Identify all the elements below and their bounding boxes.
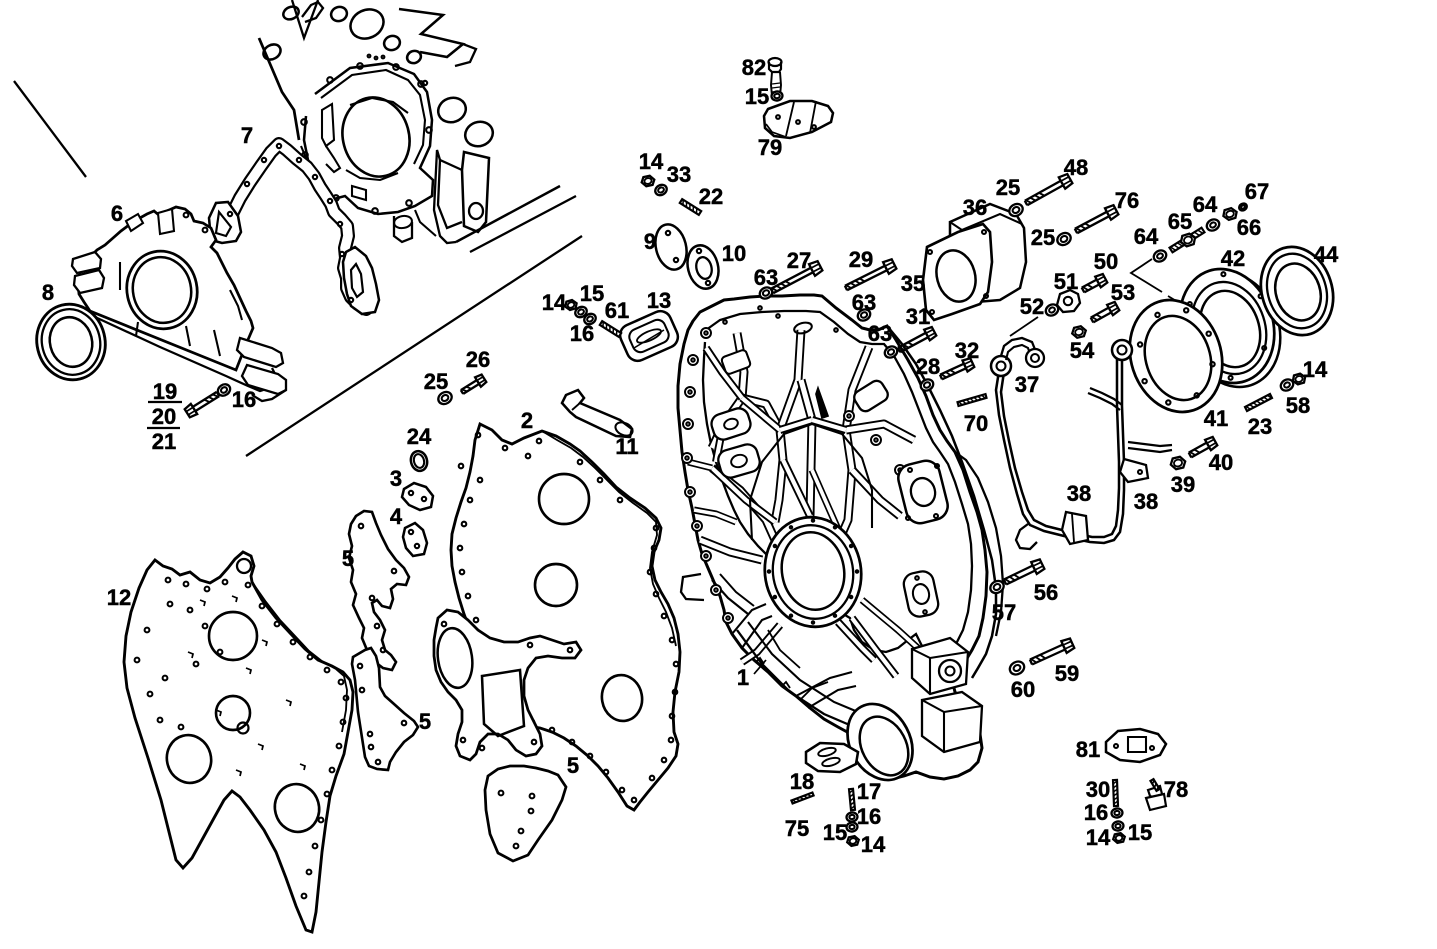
svg-text:37: 37 — [1015, 372, 1039, 397]
svg-text:59: 59 — [1055, 661, 1079, 686]
svg-text:25: 25 — [1031, 225, 1055, 250]
svg-text:67: 67 — [1245, 179, 1269, 204]
svg-text:61: 61 — [605, 298, 629, 323]
svg-text:81: 81 — [1076, 737, 1100, 762]
svg-text:28: 28 — [916, 354, 940, 379]
svg-text:14: 14 — [1086, 825, 1111, 850]
svg-text:60: 60 — [1011, 677, 1035, 702]
svg-text:82: 82 — [742, 55, 766, 80]
svg-text:63: 63 — [852, 290, 876, 315]
svg-text:36: 36 — [963, 195, 987, 220]
svg-text:79: 79 — [758, 135, 782, 160]
svg-text:57: 57 — [992, 600, 1016, 625]
svg-text:25: 25 — [424, 369, 448, 394]
svg-text:35: 35 — [901, 271, 925, 296]
svg-text:22: 22 — [699, 184, 723, 209]
svg-text:40: 40 — [1209, 450, 1233, 475]
svg-text:51: 51 — [1054, 269, 1078, 294]
svg-text:8: 8 — [42, 280, 54, 305]
svg-text:14: 14 — [542, 290, 567, 315]
svg-text:2: 2 — [521, 408, 533, 433]
svg-text:1: 1 — [737, 665, 749, 690]
svg-text:11: 11 — [615, 434, 638, 459]
svg-text:38: 38 — [1134, 489, 1158, 514]
svg-text:76: 76 — [1115, 188, 1139, 213]
svg-text:18: 18 — [790, 769, 814, 794]
svg-text:54: 54 — [1070, 338, 1095, 363]
svg-text:16: 16 — [1084, 800, 1108, 825]
svg-text:38: 38 — [1067, 481, 1091, 506]
svg-text:44: 44 — [1314, 242, 1339, 267]
svg-text:13: 13 — [647, 288, 671, 313]
svg-text:14: 14 — [639, 149, 664, 174]
svg-text:16: 16 — [232, 387, 256, 412]
svg-text:66: 66 — [1237, 215, 1261, 240]
svg-text:63: 63 — [868, 321, 892, 346]
svg-text:5: 5 — [567, 753, 579, 778]
svg-text:6: 6 — [111, 201, 123, 226]
svg-text:58: 58 — [1286, 393, 1310, 418]
svg-text:70: 70 — [964, 411, 988, 436]
svg-text:15: 15 — [580, 281, 604, 306]
svg-text:64: 64 — [1134, 224, 1159, 249]
svg-text:30: 30 — [1086, 777, 1110, 802]
svg-text:15: 15 — [1128, 820, 1152, 845]
svg-text:15: 15 — [823, 820, 847, 845]
svg-text:78: 78 — [1164, 777, 1188, 802]
svg-text:63: 63 — [754, 265, 778, 290]
svg-text:21: 21 — [152, 429, 176, 454]
svg-text:16: 16 — [857, 804, 881, 829]
svg-text:14: 14 — [861, 832, 886, 857]
svg-text:10: 10 — [722, 241, 746, 266]
svg-text:52: 52 — [1020, 294, 1044, 319]
svg-text:5: 5 — [419, 709, 431, 734]
svg-text:15: 15 — [745, 84, 769, 109]
svg-text:9: 9 — [644, 229, 656, 254]
svg-text:3: 3 — [390, 466, 402, 491]
svg-text:14: 14 — [1303, 357, 1328, 382]
svg-text:56: 56 — [1034, 580, 1058, 605]
svg-text:53: 53 — [1111, 280, 1135, 305]
svg-text:25: 25 — [996, 175, 1020, 200]
svg-text:48: 48 — [1064, 155, 1088, 180]
svg-text:16: 16 — [570, 321, 594, 346]
svg-text:29: 29 — [849, 247, 873, 272]
svg-text:23: 23 — [1248, 414, 1272, 439]
svg-text:41: 41 — [1204, 406, 1228, 431]
svg-text:32: 32 — [955, 338, 979, 363]
svg-text:33: 33 — [667, 162, 691, 187]
svg-text:24: 24 — [407, 424, 432, 449]
svg-text:4: 4 — [390, 504, 403, 529]
svg-text:65: 65 — [1168, 209, 1192, 234]
svg-text:26: 26 — [466, 347, 490, 372]
svg-text:19: 19 — [153, 379, 177, 404]
svg-text:17: 17 — [857, 779, 881, 804]
svg-text:20: 20 — [152, 404, 176, 429]
svg-text:5: 5 — [342, 546, 354, 571]
svg-text:7: 7 — [241, 123, 253, 148]
svg-text:12: 12 — [107, 585, 131, 610]
svg-text:75: 75 — [785, 816, 809, 841]
svg-text:31: 31 — [906, 304, 930, 329]
svg-text:39: 39 — [1171, 472, 1195, 497]
svg-text:27: 27 — [787, 248, 811, 273]
svg-text:50: 50 — [1094, 249, 1118, 274]
svg-text:42: 42 — [1221, 246, 1245, 271]
svg-text:64: 64 — [1193, 192, 1218, 217]
